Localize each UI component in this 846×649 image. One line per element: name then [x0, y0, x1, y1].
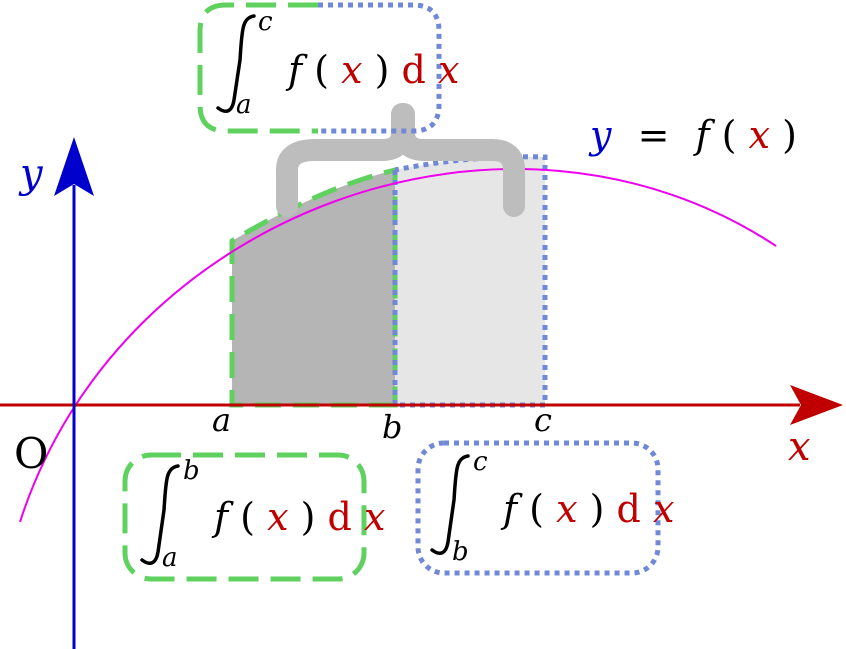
top-upper-limit: c — [258, 7, 273, 37]
right-lower-limit: b — [452, 537, 469, 567]
curve-f — [19, 168, 777, 523]
y-axis-label: y — [18, 151, 44, 197]
curve-equation: y = f ( x ) — [588, 113, 797, 157]
y-axis-arrowhead — [54, 137, 94, 196]
outline-a-to-b — [229, 166, 398, 408]
curve-eq-open: ( — [722, 113, 737, 157]
brace-shape — [276, 103, 525, 217]
right-integrand: f ( x ) d x — [500, 487, 674, 531]
point-b-label: b — [382, 408, 402, 446]
point-a-label: a — [212, 401, 231, 439]
integral-sign-top — [216, 14, 256, 114]
left-lower-limit: a — [162, 543, 178, 573]
integral-sign-left — [140, 464, 180, 566]
integral-sign-right — [430, 454, 470, 556]
box-right — [415, 440, 661, 576]
curve-eq-x: x — [749, 113, 770, 157]
right-upper-limit: c — [473, 447, 488, 477]
region-a-to-b — [232, 170, 395, 405]
origin-label: O — [14, 429, 48, 478]
box-top-green-part — [197, 2, 318, 134]
curve-eq-y: y — [588, 113, 612, 157]
top-integrand: f ( x ) d x — [285, 48, 459, 92]
top-lower-limit: a — [236, 90, 252, 120]
box-left — [122, 452, 367, 582]
x-axis-arrowhead — [790, 385, 843, 425]
x-axis-label: x — [788, 424, 811, 470]
curve-eq-close: ) — [782, 113, 797, 157]
left-upper-limit: b — [183, 456, 200, 486]
curve-eq-f: f — [693, 113, 716, 157]
curve-eq-equals: = — [638, 113, 670, 157]
region-b-to-c — [395, 156, 545, 405]
box-top-blue-part — [318, 2, 442, 134]
left-integrand: f ( x ) d x — [211, 495, 385, 539]
point-c-label: c — [534, 401, 552, 439]
